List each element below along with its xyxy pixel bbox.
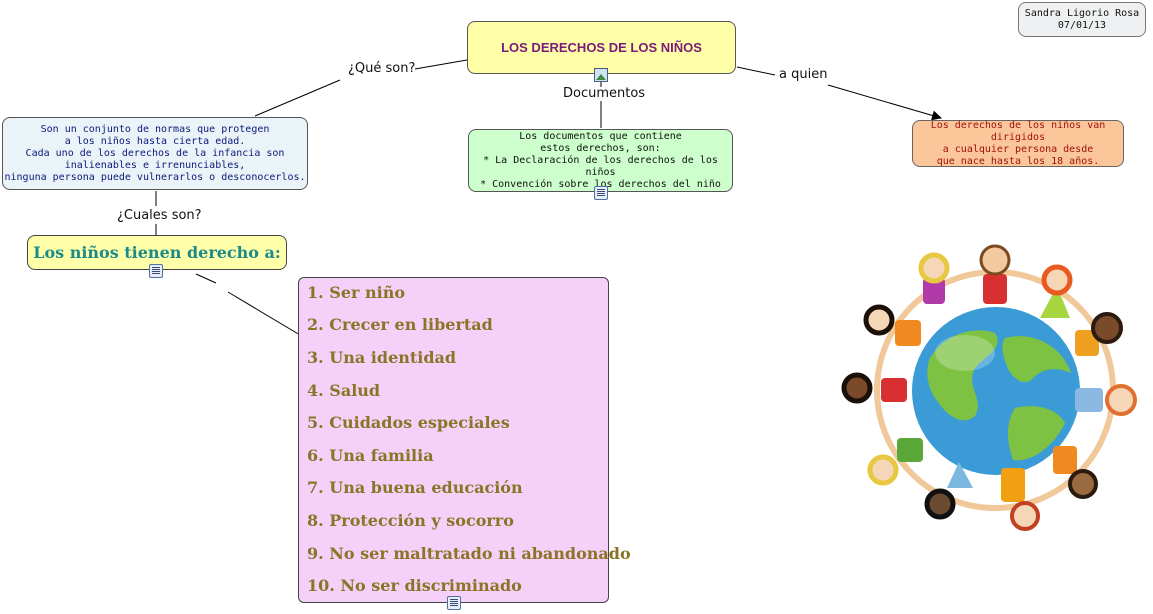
rights-list-node[interactable]: 1. Ser niño 2. Crecer en libertad 3. Una… [298,277,631,603]
child-figure [1040,264,1073,318]
list-item: 2. Crecer en libertad [307,315,493,335]
connector-que-son-a [414,59,468,70]
child-figure [1075,384,1137,416]
connector-list-a [195,273,217,284]
child-figure [918,252,950,304]
list-item: 10. No ser discriminado [307,576,522,596]
documents-line-3: * La Declaración de los derechos de los … [483,154,718,178]
list-item: 9. No ser maltratado ni abandonado [307,543,631,563]
child-figure [1053,446,1098,499]
list-item: 5. Cuidados especiales [307,413,510,433]
definition-line-3: Cada uno de los derechos de la infancia … [25,147,285,159]
definition-line-1: Son un conjunto de normas que protegen [40,123,270,135]
list-item: 7. Una buena educación [307,478,523,498]
child-figure [1075,312,1123,356]
child-figure [841,372,907,404]
documents-line-1: Los documentos que contiene [519,130,682,142]
child-figure [867,438,923,486]
author-box[interactable]: Sandra Ligorio Rosa 07/01/13 [1018,2,1146,37]
definition-line-2: a los niños hasta cierta edad. [64,135,246,147]
globe-continent [1008,406,1065,461]
author-name: Sandra Ligorio Rosa [1024,7,1140,19]
list-item: 3. Una identidad [307,347,457,367]
documents-line-4: * Convención sobre los derechos del niño [480,178,721,190]
recipient-line-1: Los derechos de los niños van dirigidos [930,119,1106,143]
link-label-documentos: Documentos [563,86,646,101]
central-topic-title: LOS DERECHOS DE LOS NIÑOS [501,40,702,55]
child-figure [1001,468,1040,531]
globe-continent [1002,336,1071,383]
children-around-globe-illustration [841,244,1137,531]
connector-a-quien-a [736,66,776,76]
definition-line-5: ninguna persona puede vulnerarlos o desc… [4,171,306,183]
connector-list-b [227,291,301,336]
rights-title-node[interactable]: Los niños tienen derecho a: [27,235,287,270]
recipient-line-2: a cualquier persona desde [942,143,1094,155]
rights-title: Los niños tienen derecho a: [33,243,281,262]
documents-line-2: estos derechos, son: [540,142,661,154]
documents-node[interactable]: Los documentos que contiene estos derech… [468,129,733,192]
author-date: 07/01/13 [1057,19,1107,31]
connector-que-son-b [254,79,341,117]
definition-line-4: inalienables e irrenunciables, [64,159,246,171]
recipient-node[interactable]: Los derechos de los niños van dirigidos … [912,120,1124,167]
child-figure [924,462,973,520]
connector-a-quien-b [827,84,942,121]
central-topic[interactable]: LOS DERECHOS DE LOS NIÑOS [467,21,736,74]
list-item: 8. Protección y socorro [307,510,514,530]
link-label-cuales-son: ¿Cuales son? [117,208,202,223]
link-label-que-son: ¿Qué son? [348,61,416,76]
document-icon[interactable] [447,596,461,610]
image-icon[interactable] [594,68,608,82]
list-item: 1. Ser niño [307,282,406,302]
list-item: 6. Una familia [307,445,434,465]
child-figure [863,304,921,346]
document-icon[interactable] [149,264,163,278]
document-icon[interactable] [594,186,608,200]
globe-continent [927,330,998,421]
list-item: 4. Salud [307,380,381,400]
globe-highlight [935,335,995,371]
link-label-a-quien: a quien [779,67,828,82]
child-figure [979,244,1011,304]
recipient-line-3: que nace hasta los 18 años. [936,155,1100,167]
definition-node[interactable]: Son un conjunto de normas que protegen a… [2,117,308,190]
